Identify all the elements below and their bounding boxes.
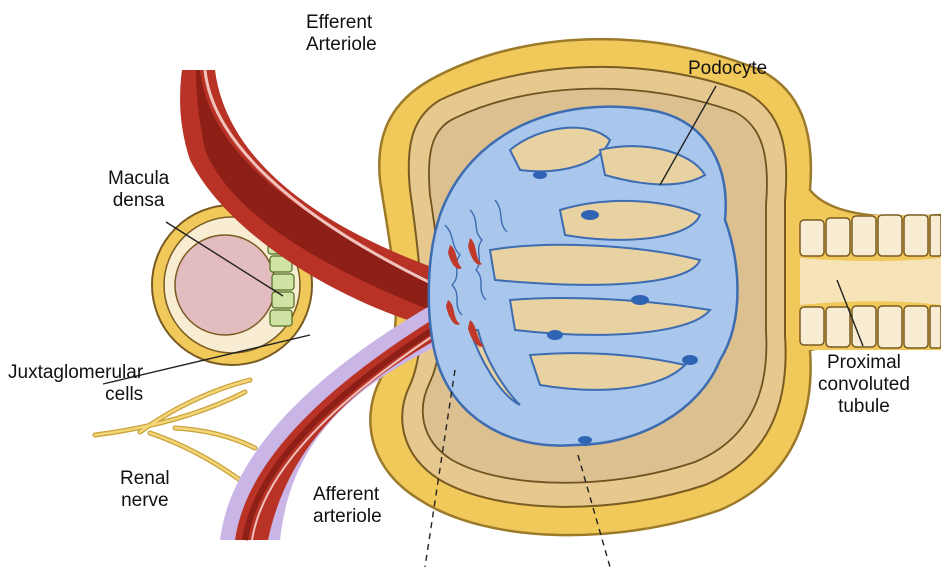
label-efferent-arteriole: Efferent Arteriole xyxy=(306,12,377,56)
label-line: Podocyte xyxy=(688,58,767,80)
label-macula-densa: Macula densa xyxy=(108,168,169,212)
label-line: densa xyxy=(108,190,169,212)
label-proximal-convoluted-tubule: Proximal convoluted tubule xyxy=(818,352,910,418)
label-line: nerve xyxy=(120,490,170,512)
label-podocyte: Podocyte xyxy=(688,58,767,80)
label-line: Renal xyxy=(120,468,170,490)
label-line: arteriole xyxy=(313,506,382,528)
label-line: tubule xyxy=(818,396,910,418)
label-renal-nerve: Renal nerve xyxy=(120,468,170,512)
label-line: Arteriole xyxy=(306,34,377,56)
label-line: convoluted xyxy=(818,374,910,396)
label-line: Proximal xyxy=(818,352,910,374)
label-line: Juxtaglomerular xyxy=(8,362,143,384)
label-line: Efferent xyxy=(306,12,377,34)
glomerulus xyxy=(429,107,738,446)
proximal-tubule xyxy=(800,215,941,350)
label-line: Afferent xyxy=(313,484,382,506)
label-line: Macula xyxy=(108,168,169,190)
label-line: cells xyxy=(8,384,143,406)
label-afferent-arteriole: Afferent arteriole xyxy=(313,484,382,528)
label-juxtaglomerular-cells: Juxtaglomerular cells xyxy=(8,362,143,406)
